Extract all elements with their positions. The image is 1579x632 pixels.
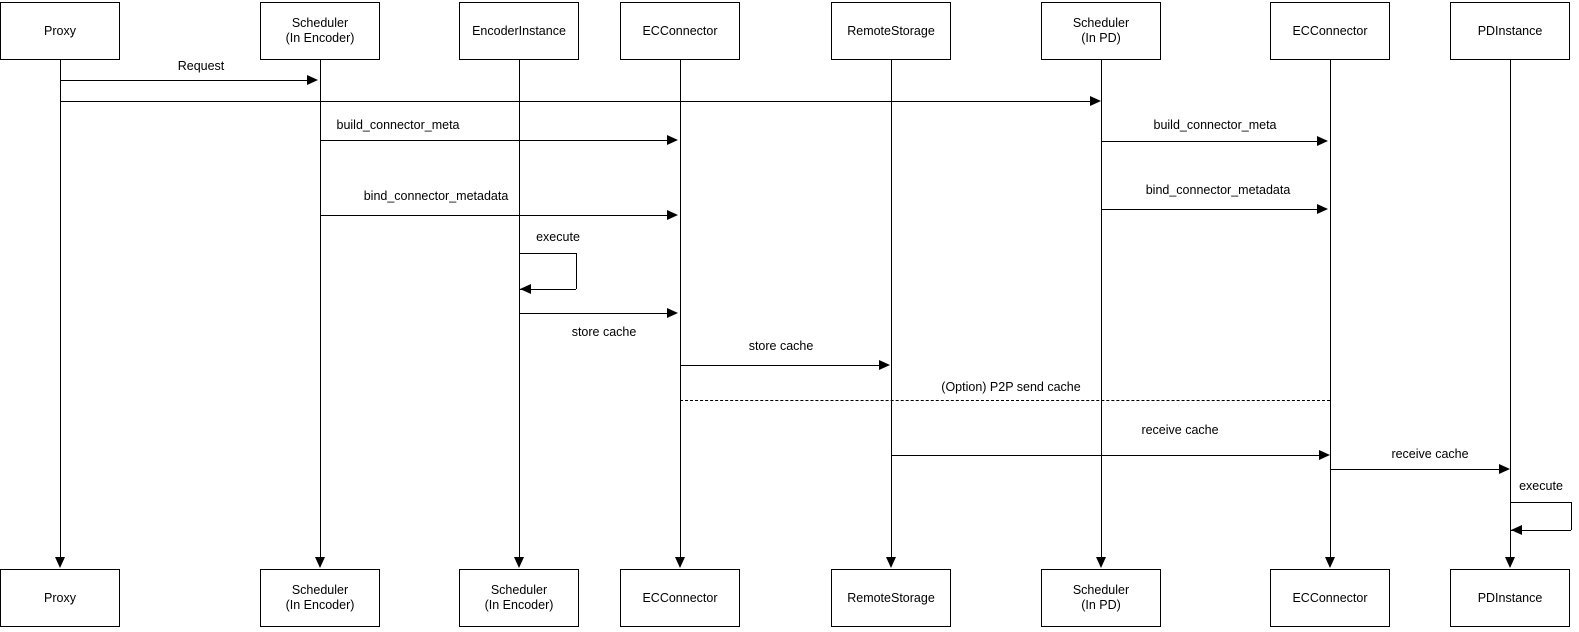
lifeline-arrowhead-down bbox=[1505, 557, 1515, 568]
actor-sublabel: (In PD) bbox=[1081, 31, 1121, 45]
message-arrowhead-left bbox=[1511, 525, 1522, 535]
actor-top-proxy: Proxy bbox=[0, 2, 120, 60]
lifeline-proxy bbox=[60, 60, 61, 557]
message-arrowhead-left bbox=[520, 284, 531, 294]
actor-label: PDInstance bbox=[1477, 23, 1543, 38]
actor-bottom-scheduler-encoder: Scheduler (In Encoder) bbox=[260, 569, 380, 627]
lifeline-pdinstance bbox=[1510, 60, 1511, 557]
lifeline-scheduler-pd bbox=[1101, 60, 1102, 557]
message-arrowhead-right bbox=[879, 360, 890, 370]
lifeline-ecconnector-left bbox=[680, 60, 681, 557]
lifeline-arrowhead-down bbox=[886, 557, 896, 568]
message-line-store-cache-remote bbox=[680, 365, 880, 366]
message-label-build-meta-left: build_connector_meta bbox=[334, 118, 462, 132]
message-line-proxy-to-scheduler-pd bbox=[60, 101, 1093, 102]
message-label-store-cache-inner: store cache bbox=[569, 325, 639, 339]
actor-label: Scheduler bbox=[490, 583, 548, 597]
actor-bottom-ecconnector-right: ECConnector bbox=[1270, 569, 1390, 627]
actor-top-scheduler-pd: Scheduler (In PD) bbox=[1041, 2, 1161, 60]
message-label-store-cache-remote: store cache bbox=[746, 339, 816, 353]
actor-label: Proxy bbox=[44, 590, 76, 605]
actor-sublabel: (In PD) bbox=[1081, 598, 1121, 612]
message-arrowhead-right bbox=[667, 135, 678, 145]
message-line-store-cache-inner bbox=[519, 313, 669, 314]
message-line-p2p-send-cache bbox=[680, 400, 1330, 401]
actor-bottom-scheduler-pd: Scheduler (In PD) bbox=[1041, 569, 1161, 627]
actor-sublabel: (In Encoder) bbox=[285, 31, 355, 45]
actor-top-encoderinstance: EncoderInstance bbox=[459, 2, 579, 60]
actor-label: Scheduler bbox=[1072, 16, 1130, 30]
actor-bottom-proxy: Proxy bbox=[0, 569, 120, 627]
actor-top-ecconnector-left: ECConnector bbox=[620, 2, 740, 60]
actor-label: RemoteStorage bbox=[847, 590, 935, 605]
message-arrowhead-right bbox=[1317, 136, 1328, 146]
lifeline-arrowhead-down bbox=[514, 557, 524, 568]
lifeline-encoderinstance bbox=[519, 60, 520, 557]
message-label-receive-cache-remote: receive cache bbox=[1139, 423, 1221, 437]
lifeline-scheduler-encoder bbox=[320, 60, 321, 557]
selfloop-right-line bbox=[1571, 502, 1572, 530]
actor-bottom-ecconnector-left: ECConnector bbox=[620, 569, 740, 627]
lifeline-arrowhead-down bbox=[1096, 557, 1106, 568]
actor-label: Scheduler bbox=[1072, 583, 1130, 597]
actor-label: ECConnector bbox=[642, 23, 718, 38]
lifeline-ecconnector-right bbox=[1330, 60, 1331, 557]
actor-top-scheduler-encoder: Scheduler (In Encoder) bbox=[260, 2, 380, 60]
actor-label: RemoteStorage bbox=[847, 23, 935, 38]
selfloop-top-line bbox=[1510, 502, 1571, 503]
message-label-request: Request bbox=[175, 59, 227, 73]
message-arrowhead-right bbox=[1090, 96, 1101, 106]
actor-bottom-pdinstance: PDInstance bbox=[1450, 569, 1570, 627]
actor-top-remotestorage: RemoteStorage bbox=[831, 2, 951, 60]
actor-bottom-remotestorage: RemoteStorage bbox=[831, 569, 951, 627]
lifeline-arrowhead-down bbox=[315, 557, 325, 568]
message-label-build-meta-right: build_connector_meta bbox=[1151, 118, 1279, 132]
actor-label: Scheduler bbox=[291, 583, 349, 597]
message-label-receive-cache-pd: receive cache bbox=[1389, 447, 1471, 461]
selfloop-right-line bbox=[576, 253, 577, 289]
message-line-receive-cache-remote bbox=[891, 455, 1321, 456]
message-label-execute-pd: execute bbox=[1517, 479, 1565, 493]
actor-sublabel: (In Encoder) bbox=[285, 598, 355, 612]
message-arrowhead-right bbox=[667, 308, 678, 318]
actor-label: PDInstance bbox=[1477, 590, 1543, 605]
lifeline-arrowhead-down bbox=[675, 557, 685, 568]
message-label-p2p-send-cache: (Option) P2P send cache bbox=[939, 380, 1083, 394]
actor-bottom-scheduler-encoder-2: Scheduler (In Encoder) bbox=[459, 569, 579, 627]
lifeline-arrowhead-down bbox=[1325, 557, 1335, 568]
message-arrowhead-right bbox=[1317, 204, 1328, 214]
message-line-build-meta-left bbox=[320, 140, 670, 141]
message-line-bind-metadata-left bbox=[320, 215, 670, 216]
actor-label: ECConnector bbox=[1292, 590, 1368, 605]
actor-label: Scheduler bbox=[291, 16, 349, 30]
message-label-bind-metadata-left: bind_connector_metadata bbox=[361, 189, 511, 203]
message-line-request bbox=[60, 80, 310, 81]
message-arrowhead-right bbox=[667, 210, 678, 220]
lifeline-remotestorage bbox=[891, 60, 892, 557]
actor-label: ECConnector bbox=[1292, 23, 1368, 38]
message-arrowhead-right bbox=[1319, 450, 1330, 460]
message-arrowhead-right bbox=[1499, 464, 1510, 474]
selfloop-bottom-line bbox=[519, 289, 576, 290]
message-label-bind-metadata-right: bind_connector_metadata bbox=[1143, 183, 1293, 197]
lifeline-arrowhead-down bbox=[55, 557, 65, 568]
actor-label: ECConnector bbox=[642, 590, 718, 605]
message-arrowhead-right bbox=[307, 75, 318, 85]
actor-label: EncoderInstance bbox=[472, 23, 566, 38]
actor-top-pdinstance: PDInstance bbox=[1450, 2, 1570, 60]
actor-top-ecconnector-right: ECConnector bbox=[1270, 2, 1390, 60]
message-label-execute-encoder: execute bbox=[534, 230, 582, 244]
message-line-build-meta-right bbox=[1101, 141, 1321, 142]
selfloop-bottom-line bbox=[1510, 530, 1571, 531]
message-line-receive-cache-pd bbox=[1330, 469, 1500, 470]
selfloop-top-line bbox=[519, 253, 576, 254]
message-line-bind-metadata-right bbox=[1101, 209, 1321, 210]
actor-label: Proxy bbox=[44, 23, 76, 38]
actor-sublabel: (In Encoder) bbox=[484, 598, 554, 612]
